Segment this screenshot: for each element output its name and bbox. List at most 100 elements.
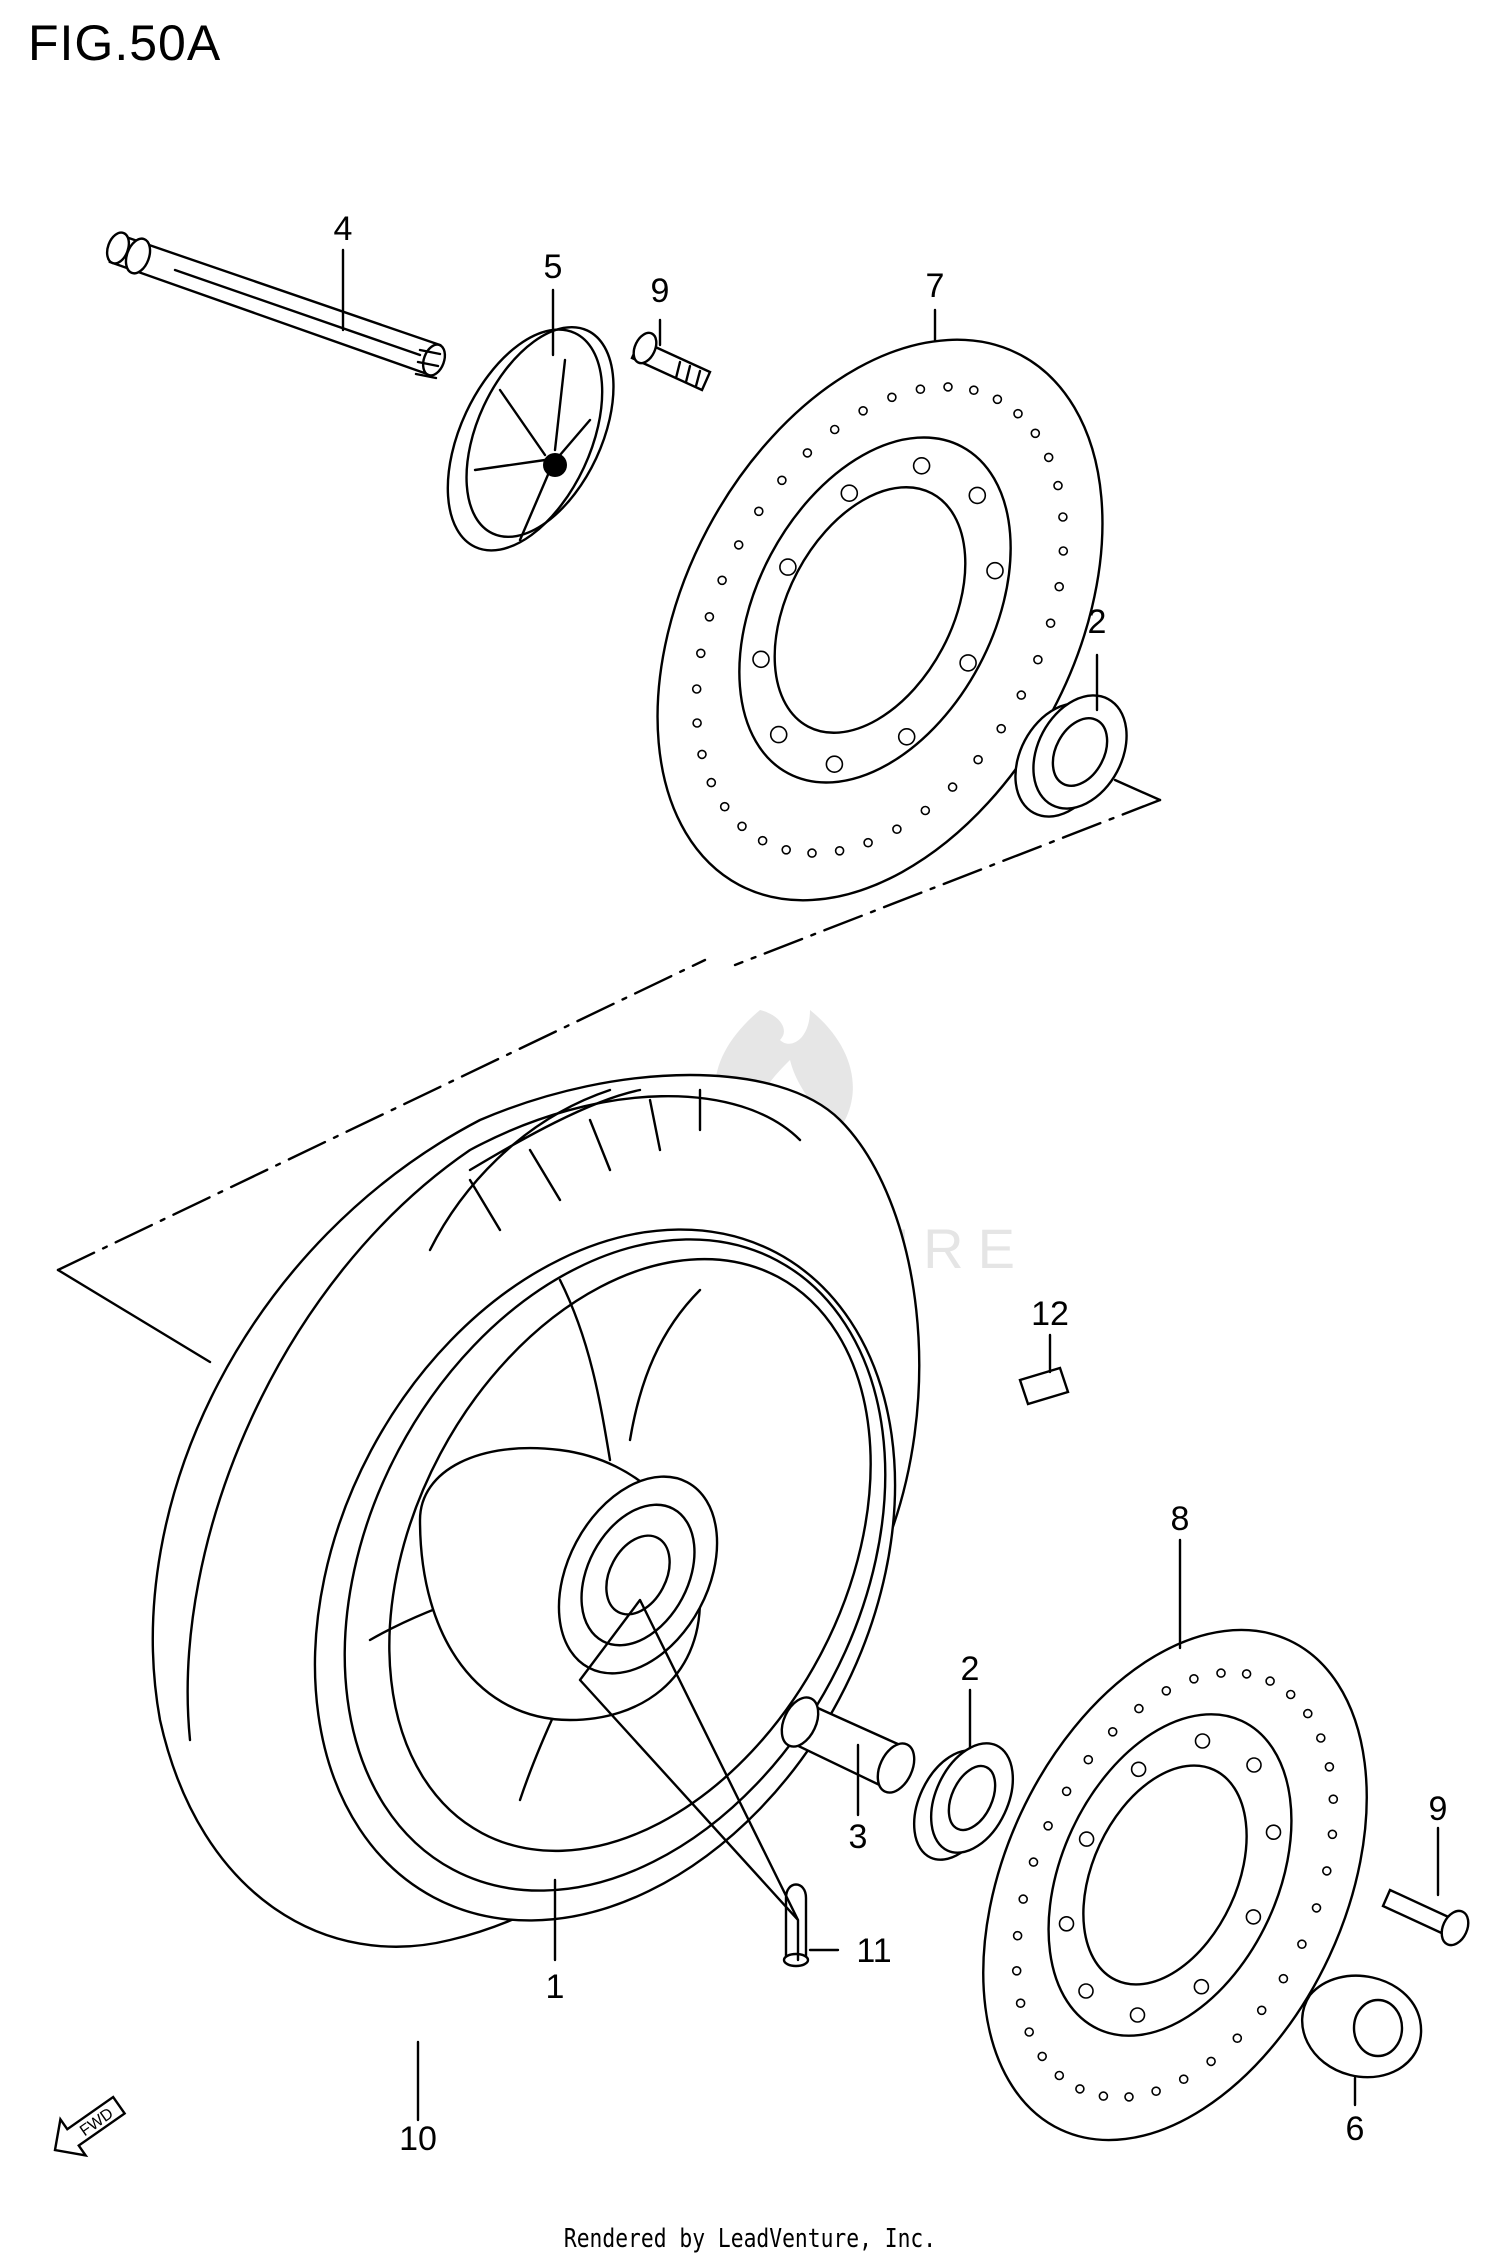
disc-hole <box>1265 1824 1282 1840</box>
disc-hole <box>1061 1786 1072 1797</box>
axle-part <box>105 231 447 380</box>
disc-hole <box>1016 690 1027 700</box>
disc-hole <box>753 506 764 517</box>
disc-hole <box>1107 1727 1118 1737</box>
disc-hole <box>1043 1821 1053 1831</box>
figure-title: FIG.50A <box>28 15 222 71</box>
disc-hole <box>1075 2084 1085 2094</box>
disc-hole <box>1028 1857 1039 1867</box>
disc-hole <box>825 755 844 774</box>
disc-hole <box>1151 2086 1161 2096</box>
disc-hole <box>1030 428 1041 439</box>
disc-hole <box>1311 1903 1322 1913</box>
callout-axle: 4 <box>334 210 353 248</box>
disc-hole <box>992 394 1003 405</box>
disc-hole <box>1322 1866 1332 1876</box>
disc-hole <box>1189 1674 1199 1684</box>
disc-hole <box>1265 1676 1275 1686</box>
disc-hole <box>1232 2033 1243 2043</box>
disc-hole <box>1129 2007 1146 2023</box>
disc-hole <box>692 718 702 728</box>
disc-hole <box>897 727 916 746</box>
wheel-part <box>313 1228 897 1922</box>
disc-hole <box>1078 1983 1094 1999</box>
disc-hole <box>996 723 1007 734</box>
disc-hole <box>1043 452 1054 463</box>
disc-hole <box>1134 1703 1144 1714</box>
callout-hub-cap: 6 <box>1346 2110 1365 2148</box>
disc-hole <box>704 611 715 622</box>
disc-hole <box>769 725 788 744</box>
disc-hole <box>968 486 987 505</box>
disc-hole <box>691 684 702 694</box>
callout-brake-disc-right: 8 <box>1171 1500 1190 1538</box>
disc-hole <box>1206 2056 1216 2067</box>
disc-hole <box>947 782 958 792</box>
disc-hole <box>807 848 817 858</box>
leader-lines <box>341 248 1440 2122</box>
disc-hole <box>920 805 931 816</box>
disc-hole <box>1194 1733 1211 1749</box>
callout-valve: 11 <box>856 1932 891 1970</box>
disc-hole <box>943 382 953 392</box>
disc-hole <box>1083 1754 1094 1765</box>
disc-hole <box>1058 1916 1075 1932</box>
disc-hole <box>733 540 744 550</box>
disc-hole <box>829 424 840 435</box>
disc-hole <box>1193 1978 1210 1995</box>
disc-hole <box>719 801 730 812</box>
disc-hole <box>834 845 845 856</box>
disc-hole <box>1161 1686 1172 1696</box>
disc-hole <box>1011 1966 1022 1976</box>
exploded-frame <box>56 778 1162 1364</box>
disc-hole <box>1033 654 1043 665</box>
disc-bolt-top-part <box>630 331 712 392</box>
disc-hole <box>863 837 873 848</box>
disc-hole <box>1058 512 1068 522</box>
disc-hole <box>1246 1757 1262 1773</box>
disc-hole <box>1328 1794 1339 1804</box>
disc-hole <box>959 654 977 672</box>
disc-hole <box>1078 1831 1095 1847</box>
brake-disc-right-part <box>982 1628 1368 2142</box>
spacer-part <box>780 1696 916 1794</box>
disc-hole <box>1098 2091 1109 2101</box>
bearing-top-part <box>1014 694 1128 818</box>
disc-hole <box>1297 1939 1307 1949</box>
fwd-arrow-icon: FWD <box>53 2095 127 2158</box>
disc-hole <box>1024 2027 1034 2037</box>
disc-hole <box>1054 581 1064 592</box>
disc-hole <box>1018 1894 1029 1904</box>
disc-hole <box>781 844 792 855</box>
disc-hole <box>1053 480 1063 491</box>
callout-disc-bolt-top: 9 <box>651 272 670 310</box>
callout-spacer-collar: 5 <box>544 248 563 286</box>
disc-hole <box>757 835 768 846</box>
disc-hole <box>697 749 707 760</box>
disc-hole <box>1037 2051 1047 2062</box>
disc-hole <box>1324 1762 1335 1772</box>
disc-hole <box>752 650 770 669</box>
callout-wheel: 1 <box>546 1968 565 2006</box>
disc-hole <box>1130 1761 1147 1778</box>
balancer-weight-part <box>1018 1366 1070 1406</box>
disc-hole <box>1015 1998 1026 2008</box>
callout-spacer: 3 <box>849 1818 868 1856</box>
disc-bolt-lower-part <box>1381 1888 1470 1947</box>
disc-hole <box>1241 1669 1252 1679</box>
disc-hole <box>1327 1829 1338 1840</box>
disc-hole <box>1216 1668 1226 1678</box>
disc-hole <box>1245 1909 1262 1925</box>
bearing-lower-part <box>912 1742 1015 1861</box>
disc-hole <box>1013 408 1023 419</box>
disc-hole <box>695 648 706 659</box>
disc-hole <box>802 448 813 458</box>
callout-brake-disc-left: 7 <box>926 267 945 305</box>
callout-balancer-weight: 12 <box>1031 1295 1069 1333</box>
disc-hole <box>1285 1689 1296 1700</box>
disc-hole <box>706 777 717 788</box>
disc-hole <box>777 475 787 486</box>
disc-hole <box>1278 1973 1289 1984</box>
disc-hole <box>1316 1733 1326 1743</box>
disc-hole <box>1256 2005 1267 2016</box>
